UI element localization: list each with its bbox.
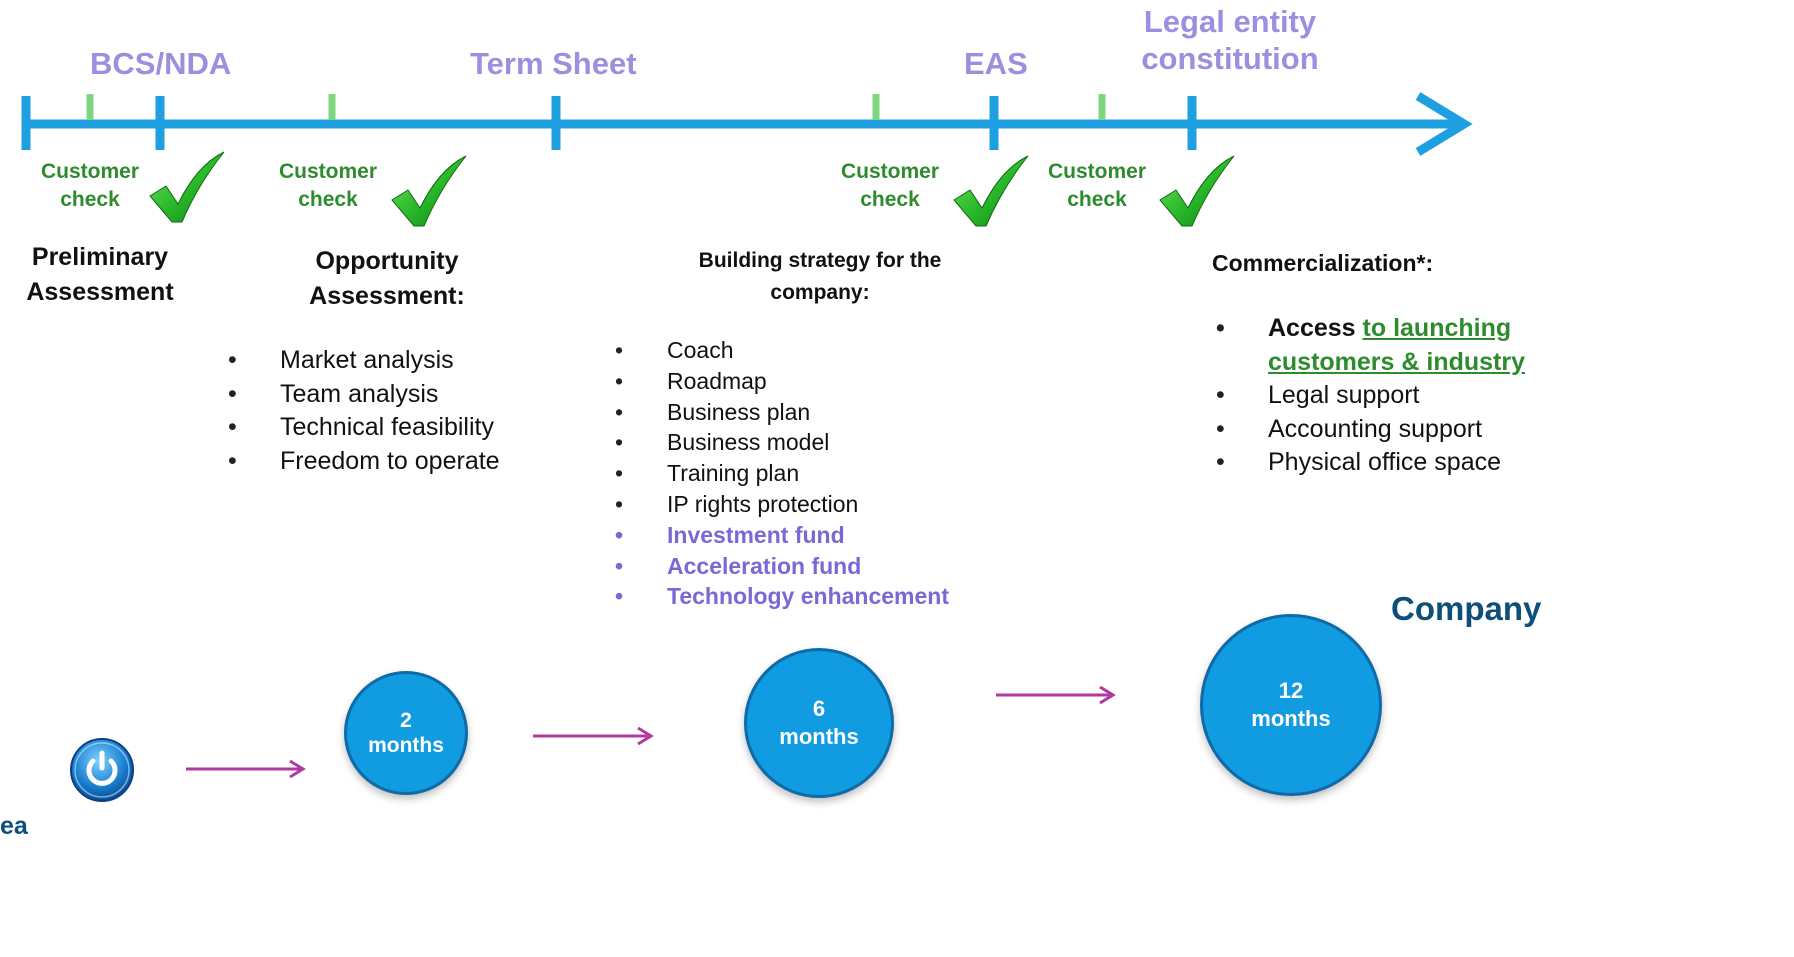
arrow-right-icon bbox=[996, 685, 1116, 705]
customer-check-4: Customer check bbox=[1047, 160, 1147, 211]
idea-label: ea bbox=[0, 812, 28, 840]
access-link[interactable]: to launching bbox=[1362, 314, 1512, 342]
list-item-access: Access to launching customers & industry bbox=[1216, 312, 1525, 379]
duration-circle-12-months: 12 months bbox=[1200, 614, 1382, 796]
building-list: Coach Roadmap Business plan Business mod… bbox=[615, 335, 949, 612]
list-item: Business model bbox=[615, 427, 949, 458]
checkmark-icon bbox=[391, 155, 467, 227]
commercialization-list: Access to launching customers & industry… bbox=[1216, 312, 1525, 480]
list-item: Business plan bbox=[615, 397, 949, 428]
list-item: IP rights protection bbox=[615, 489, 949, 520]
milestone-legal-entity: Legal entity constitution bbox=[1140, 3, 1320, 77]
list-item: Legal support bbox=[1216, 379, 1525, 413]
list-item-highlight: Technology enhancement bbox=[615, 581, 949, 612]
list-item: Accounting support bbox=[1216, 413, 1525, 447]
list-item: Coach bbox=[615, 335, 949, 366]
phase-building-title: Building strategy for the company: bbox=[698, 249, 942, 304]
checkmark-icon bbox=[149, 151, 225, 223]
phase-opportunity-title: Opportunity Assessment: bbox=[309, 247, 465, 310]
list-item: Roadmap bbox=[615, 366, 949, 397]
power-icon bbox=[70, 738, 134, 802]
list-item: Physical office space bbox=[1216, 446, 1525, 480]
duration-circle-6-months: 6 months bbox=[744, 648, 894, 798]
milestone-term-sheet: Term Sheet bbox=[470, 46, 637, 81]
milestone-legal-line1: Legal entity bbox=[1143, 4, 1317, 39]
list-item: Freedom to operate bbox=[228, 445, 500, 479]
list-item: Team analysis bbox=[228, 378, 500, 412]
duration-circle-2-months: 2 months bbox=[344, 671, 468, 795]
company-label: Company bbox=[1391, 590, 1542, 627]
list-item: Technical feasibility bbox=[228, 411, 500, 445]
arrow-right-icon bbox=[186, 759, 306, 779]
checkmark-icon bbox=[1159, 155, 1235, 227]
access-link-continued[interactable]: customers & industry bbox=[1268, 347, 1526, 376]
list-item-highlight: Investment fund bbox=[615, 520, 949, 551]
access-label: Access bbox=[1268, 314, 1356, 342]
customer-check-1: Customer check bbox=[40, 160, 140, 211]
milestone-bcs-nda: BCS/NDA bbox=[90, 46, 232, 81]
phase-commercialization-title: Commercialization*: bbox=[1212, 250, 1434, 276]
customer-check-2: Customer check bbox=[278, 160, 378, 211]
timeline-arrowhead bbox=[1415, 92, 1473, 156]
list-item: Training plan bbox=[615, 458, 949, 489]
milestone-eas: EAS bbox=[964, 46, 1028, 81]
arrow-right-icon bbox=[533, 726, 654, 746]
phase-preliminary-title: Preliminary Assessment bbox=[26, 243, 174, 306]
opportunity-list: Market analysis Team analysis Technical … bbox=[228, 344, 500, 478]
list-item-highlight: Acceleration fund bbox=[615, 551, 949, 582]
list-item: Market analysis bbox=[228, 344, 500, 378]
milestone-legal-line2: constitution bbox=[1141, 41, 1319, 76]
checkmark-icon bbox=[953, 155, 1029, 227]
customer-check-3: Customer check bbox=[840, 160, 940, 211]
